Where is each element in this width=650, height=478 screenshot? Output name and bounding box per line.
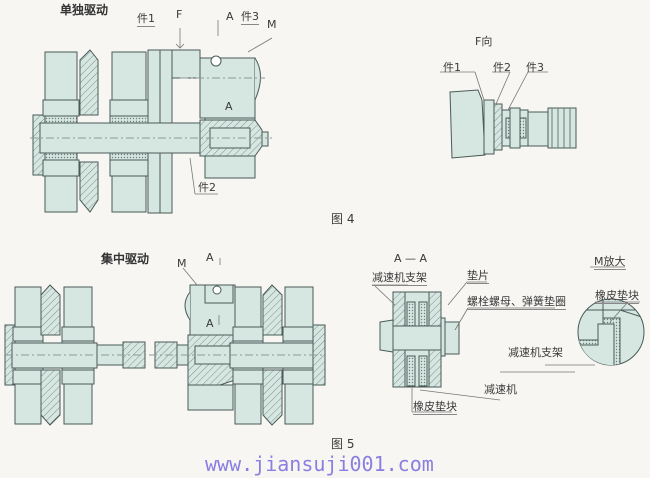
view-f-part3-label: 件3 bbox=[526, 61, 544, 74]
part2-label: 件2 bbox=[198, 181, 216, 194]
rubber-pad-label: 橡皮垫块 bbox=[413, 400, 457, 415]
shim-label: 垫片 bbox=[467, 269, 489, 284]
part1-label: 件1 bbox=[137, 12, 155, 27]
watermark-url: www.jiansuji001.com bbox=[205, 452, 434, 476]
leader-lines bbox=[175, 20, 640, 413]
detail-m-label: M bbox=[267, 18, 277, 31]
view-f-part2-label: 件2 bbox=[493, 61, 511, 74]
central-section-a-top-label: A bbox=[206, 251, 214, 264]
reducer-label: 减速机 bbox=[484, 383, 517, 396]
central-drive-title: 集中驱动 bbox=[101, 252, 150, 266]
force-f-label: F bbox=[176, 8, 183, 21]
section-aa-drawing bbox=[379, 291, 460, 388]
detail-m-title: M放大 bbox=[594, 255, 626, 270]
detail-m-drawing bbox=[577, 298, 645, 366]
reducer-bracket-label: 减速机支架 bbox=[372, 271, 427, 286]
section-aa-title: A — A bbox=[394, 252, 428, 265]
bolt-nut-washer-label: 螺栓螺母、弹簧垫圈 bbox=[467, 295, 566, 310]
figure4-caption: 图 4 bbox=[331, 212, 355, 226]
section-a-top-label: A bbox=[226, 10, 234, 23]
reducer-bracket-2-label: 减速机支架 bbox=[508, 346, 563, 359]
detail-m-rubber-pad-label: 橡皮垫块 bbox=[595, 289, 639, 304]
central-detail-m-label: M bbox=[177, 257, 187, 270]
central-drive-assembly bbox=[4, 284, 326, 426]
figure5-caption: 图 5 bbox=[331, 437, 355, 451]
central-section-a-bottom-label: A bbox=[206, 317, 214, 330]
view-f-title: F向 bbox=[475, 35, 493, 48]
individual-drive-assembly bbox=[32, 49, 269, 214]
view-f-drawing bbox=[449, 89, 577, 159]
section-a-bottom-label: A bbox=[225, 100, 233, 113]
part3-label: 件3 bbox=[241, 10, 259, 25]
individual-drive-title: 单独驱动 bbox=[60, 3, 109, 17]
view-f-part1-label: 件1 bbox=[443, 61, 461, 74]
